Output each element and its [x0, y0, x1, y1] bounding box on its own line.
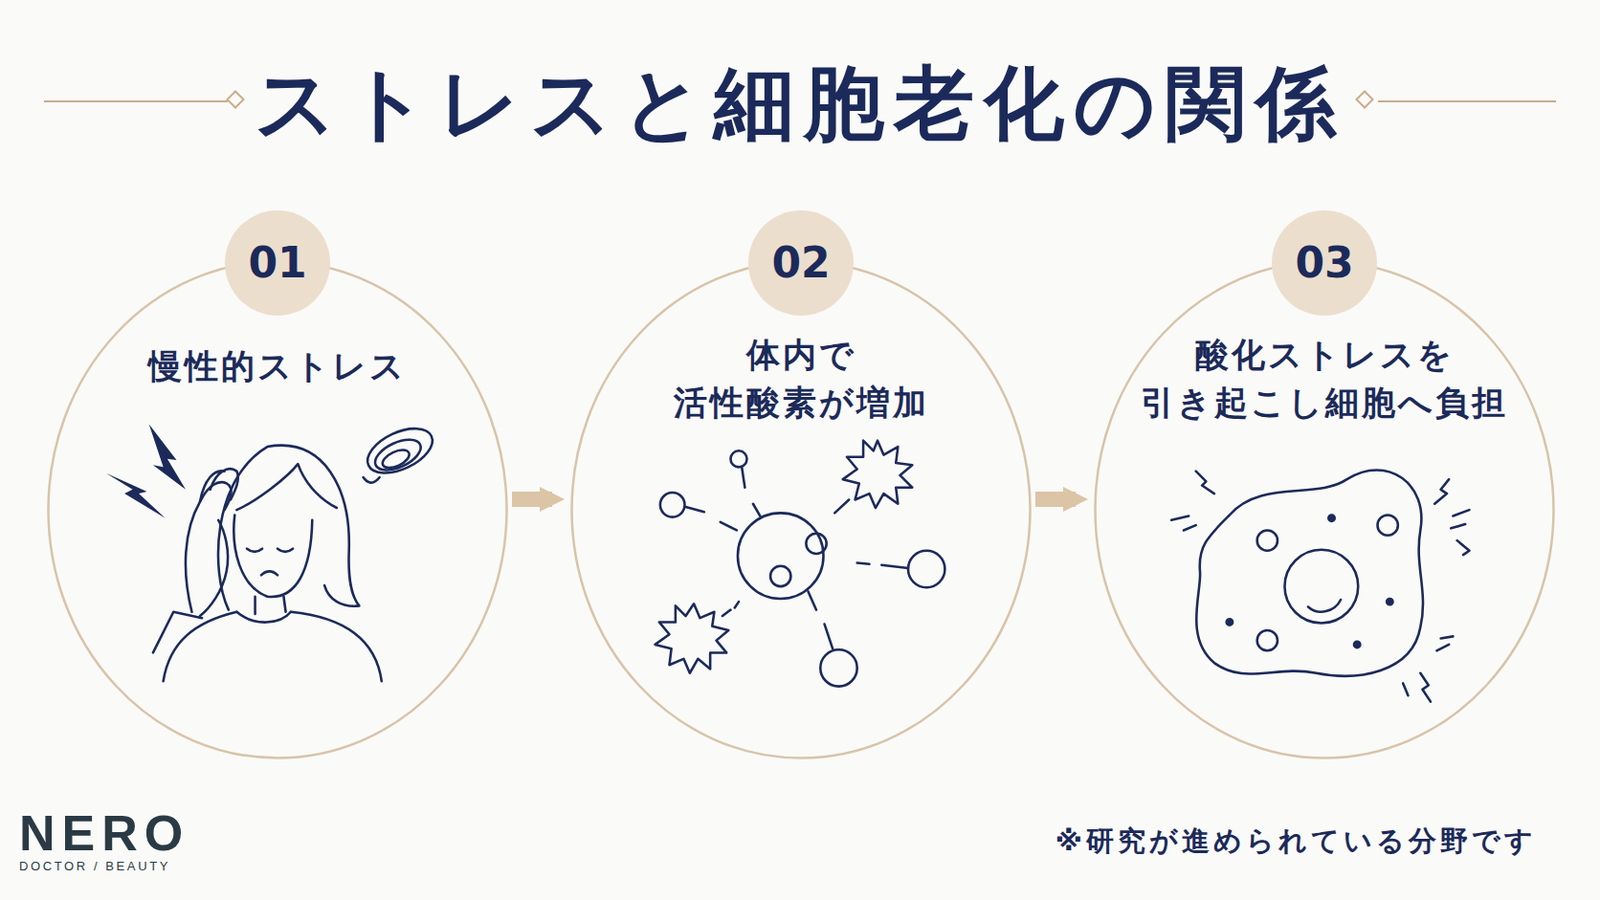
damaged-cell [1171, 469, 1469, 702]
circle-border [572, 262, 1031, 759]
flow-arrow [1035, 491, 1076, 508]
step-number: 03 [1271, 210, 1378, 316]
step-circle: 02体内で 活性酸素が増加 [570, 260, 1032, 760]
circle-border [1095, 262, 1555, 759]
brand-tagline: DOCTOR / BEAUTY [19, 859, 171, 875]
step-number: 01 [224, 210, 331, 316]
diagram-title: ストレスと細胞老化の関係 [0, 55, 1600, 152]
circle-outline [1093, 260, 1556, 760]
step-text: 酸化ストレスを 引き起こし細胞へ負担 [1133, 331, 1516, 427]
step-text: 体内で 活性酸素が増加 [643, 331, 959, 427]
circle-outline [46, 260, 509, 760]
footnote: ※研究が進められている分野です [1055, 824, 1537, 859]
dizzy-swirl [360, 420, 440, 484]
step-circle: 03酸化ストレスを 引き起こし細胞へ負担 [1093, 260, 1556, 760]
step-circle: 01慢性的ストレス [46, 260, 509, 760]
flow-arrow [511, 491, 553, 508]
circle-outline [570, 260, 1032, 760]
lightning-bolts [106, 424, 186, 519]
stressed-person [153, 445, 382, 683]
step-number: 02 [748, 210, 854, 316]
circle-border [48, 262, 508, 759]
brand-logo: NERO [19, 803, 190, 864]
free-radical-molecule [655, 441, 946, 688]
step-text: 慢性的ストレス [66, 342, 489, 391]
